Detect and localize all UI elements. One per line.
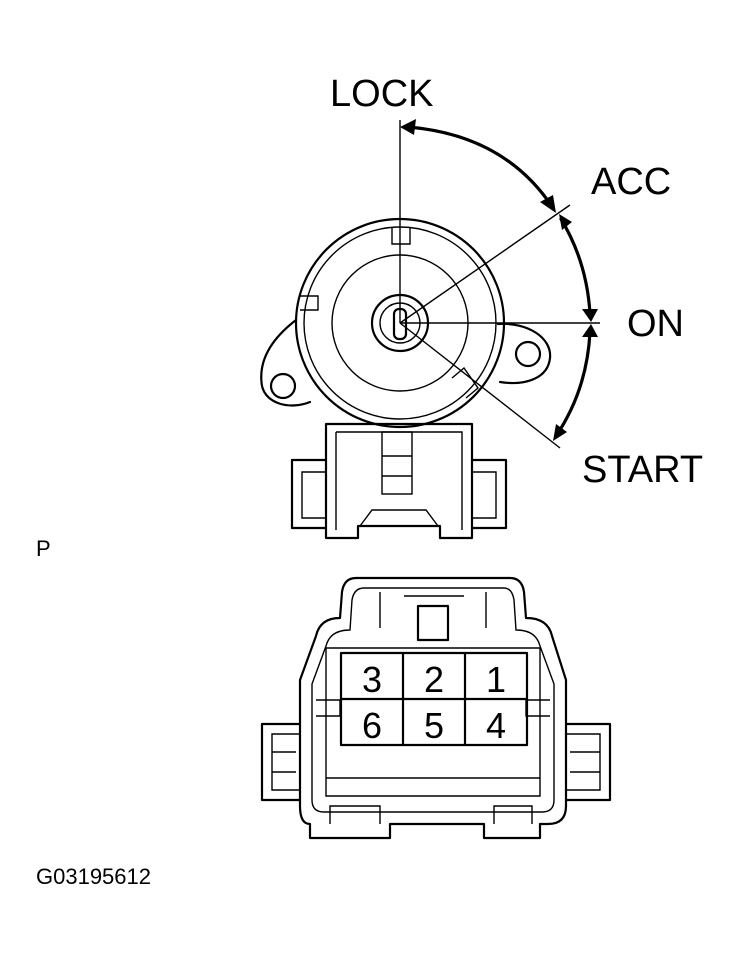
switch-side-tab-left-inner: [301, 471, 326, 519]
switch-side-tab-left: [290, 458, 328, 530]
on-start-rotation-arrow: [554, 330, 592, 438]
connector-lock-window: [416, 604, 450, 642]
switch-latch: [359, 509, 439, 527]
switch-side-tab-right: [470, 458, 508, 530]
on-label: ON: [627, 303, 684, 345]
acc-on-rotation-arrow: [559, 217, 592, 316]
arrowhead-acc-lower: [559, 214, 572, 230]
connector-right-tab-inner: [566, 733, 601, 791]
ignition-switch-body: [260, 217, 552, 540]
connector-housing-rim: [311, 587, 555, 813]
connector-foot-right: [493, 805, 533, 824]
lock-label: LOCK: [330, 73, 433, 115]
arrowhead-on-upper: [582, 309, 598, 322]
arrowhead-start: [553, 424, 567, 441]
connector-left-tab-inner: [271, 733, 300, 791]
connector-left-tab: [260, 722, 302, 802]
terminal-pin-6: 6: [362, 705, 382, 746]
terminal-pin-5: 5: [424, 705, 444, 746]
terminal-pin-2: 2: [424, 659, 444, 700]
right-mounting-ear: [496, 322, 552, 384]
switch-connector-base: [324, 422, 474, 540]
acc-position-line: [399, 204, 571, 324]
connector-face: 3 2 1 6 5 4: [260, 576, 612, 840]
key-position-indicators: [399, 119, 600, 449]
acc-label: ACC: [591, 161, 671, 203]
connector-inner-wall: [325, 647, 541, 797]
arrowhead-lock: [400, 119, 416, 135]
left-mounting-ear: [260, 318, 312, 407]
connector-right-tab: [564, 722, 612, 802]
switch-side-tab-right-inner: [472, 471, 497, 519]
terminal-pin-1: 1: [486, 659, 506, 700]
terminal-pin-3: 3: [362, 659, 382, 700]
arrowhead-on-lower: [582, 324, 598, 337]
rotor-notch-top: [391, 228, 411, 245]
connector-right-rib: [525, 699, 550, 717]
connector-lock-guide: [379, 592, 487, 628]
lock-acc-rotation-arrow: [406, 125, 555, 210]
switch-connector-inner: [335, 431, 463, 530]
rotor-notch-left: [300, 295, 319, 311]
left-mount-hole: [269, 372, 297, 400]
view-marker-label: P: [36, 536, 51, 561]
connector-outer-housing: [298, 576, 568, 840]
figure-id: G03195612: [36, 864, 151, 889]
start-position-line: [399, 322, 561, 449]
start-label: START: [582, 449, 703, 491]
switch-connector-key: [381, 431, 413, 495]
connector-left-rib: [316, 699, 341, 717]
terminal-pin-4: 4: [486, 705, 506, 746]
connector-foot-left: [329, 805, 381, 824]
arrowhead-acc-upper: [540, 195, 556, 213]
right-mount-hole: [514, 340, 542, 368]
